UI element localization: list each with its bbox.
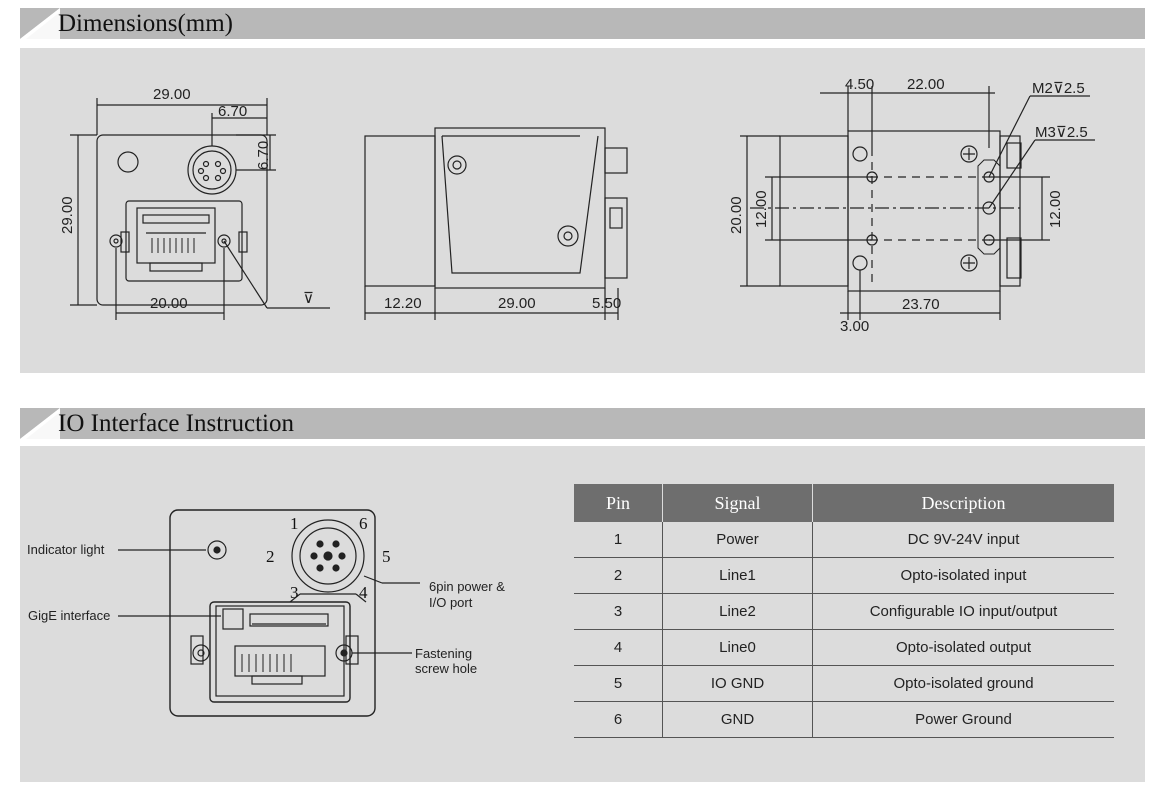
signal-cell: Line1 [662,557,813,594]
pin-6-label: 6 [359,514,368,533]
pin-cell: 6 [574,701,663,738]
io-section-header: IO Interface Instruction [20,408,1145,439]
description-cell: Opto-isolated ground [812,665,1114,702]
pin-cell: 2 [574,557,663,594]
pin-1-label: 1 [290,514,299,533]
description-cell: Opto-isolated output [812,629,1114,666]
table-row: 6 GND Power Ground [574,701,1114,738]
signal-cell: Line2 [662,593,813,630]
table-row: 4 Line0 Opto-isolated output [574,629,1114,666]
side-rear-length-label: 5.50 [592,295,621,312]
bottom-m2-label: M2⊽2.5 [1032,80,1085,97]
signal-column-header: Signal [662,484,813,522]
front-rj45-width-label: 20.00 [150,295,188,312]
pin-cell: 3 [574,593,663,630]
description-cell: Configurable IO input/output [812,593,1114,630]
front-view-drawing [70,98,330,320]
pin-table: Pin Signal Description 1 Power DC 9V-24V… [574,484,1114,738]
description-cell: Opto-isolated input [812,557,1114,594]
dimensions-section-header: Dimensions(mm) [20,8,1145,39]
pin-3-label: 3 [290,583,299,602]
bottom-right-height-label: 12.00 [1047,190,1064,228]
bottom-top-offset-label: 4.50 [845,76,874,93]
pin-cell: 5 [574,665,663,702]
bottom-outer-height-label: 20.00 [728,196,745,234]
io-title: IO Interface Instruction [58,410,294,437]
pin-4-label: 4 [359,583,368,602]
bottom-offset-label: 3.00 [840,318,869,335]
signal-cell: GND [662,701,813,738]
table-row: 5 IO GND Opto-isolated ground [574,665,1114,702]
bottom-m3-label: M3⊽2.5 [1035,124,1088,141]
bottom-span-label: 23.70 [902,296,940,313]
side-view-drawing [364,127,628,320]
io-connector-diagram: Indicator light GigE interface 6pin powe… [27,509,505,717]
screw-label-line1: Fastening [415,646,472,661]
side-body-length-label: 29.00 [498,295,536,312]
dimensions-panel: 29.00 6.70 6.70 29.00 20.00 ⊽ 12.20 29.0… [20,48,1145,373]
pin-table-header-row: Pin Signal Description [574,484,1114,522]
pin-2-label: 2 [266,547,275,566]
front-conn-offset-y-label: 6.70 [255,141,272,170]
port-label-line2: I/O port [429,595,473,610]
signal-cell: Power [662,522,813,558]
dimension-drawings: 29.00 6.70 6.70 29.00 20.00 ⊽ 12.20 29.0… [59,76,1095,335]
screw-label-line2: screw hole [415,661,477,676]
pin-cell: 1 [574,522,663,558]
front-height-label: 29.00 [59,196,76,234]
description-cell: Power Ground [812,701,1114,738]
indicator-light-label: Indicator light [27,542,105,557]
description-cell: DC 9V-24V input [812,522,1114,558]
pin-cell: 4 [574,629,663,666]
signal-cell: IO GND [662,665,813,702]
bottom-inner-height-label: 12.00 [753,190,770,228]
gige-interface-label: GigE interface [28,608,110,623]
pin-column-header: Pin [574,484,663,522]
signal-cell: Line0 [662,629,813,666]
side-lens-length-label: 12.20 [384,295,422,312]
bottom-view-drawing [740,86,1095,320]
dimensions-title: Dimensions(mm) [58,10,233,37]
pin-5-label: 5 [382,547,391,566]
table-row: 3 Line2 Configurable IO input/output [574,593,1114,630]
header-slash-icon [20,8,60,39]
front-conn-offset-x-label: 6.70 [218,103,247,120]
port-label-line1: 6pin power & [429,579,505,594]
description-column-header: Description [812,484,1114,522]
table-row: 2 Line1 Opto-isolated input [574,557,1114,594]
front-depth-symbol: ⊽ [303,290,314,307]
table-row: 1 Power DC 9V-24V input [574,522,1114,558]
header-slash-icon [20,408,60,439]
front-width-label: 29.00 [153,86,191,103]
bottom-hole-pitch-label: 22.00 [907,76,945,93]
